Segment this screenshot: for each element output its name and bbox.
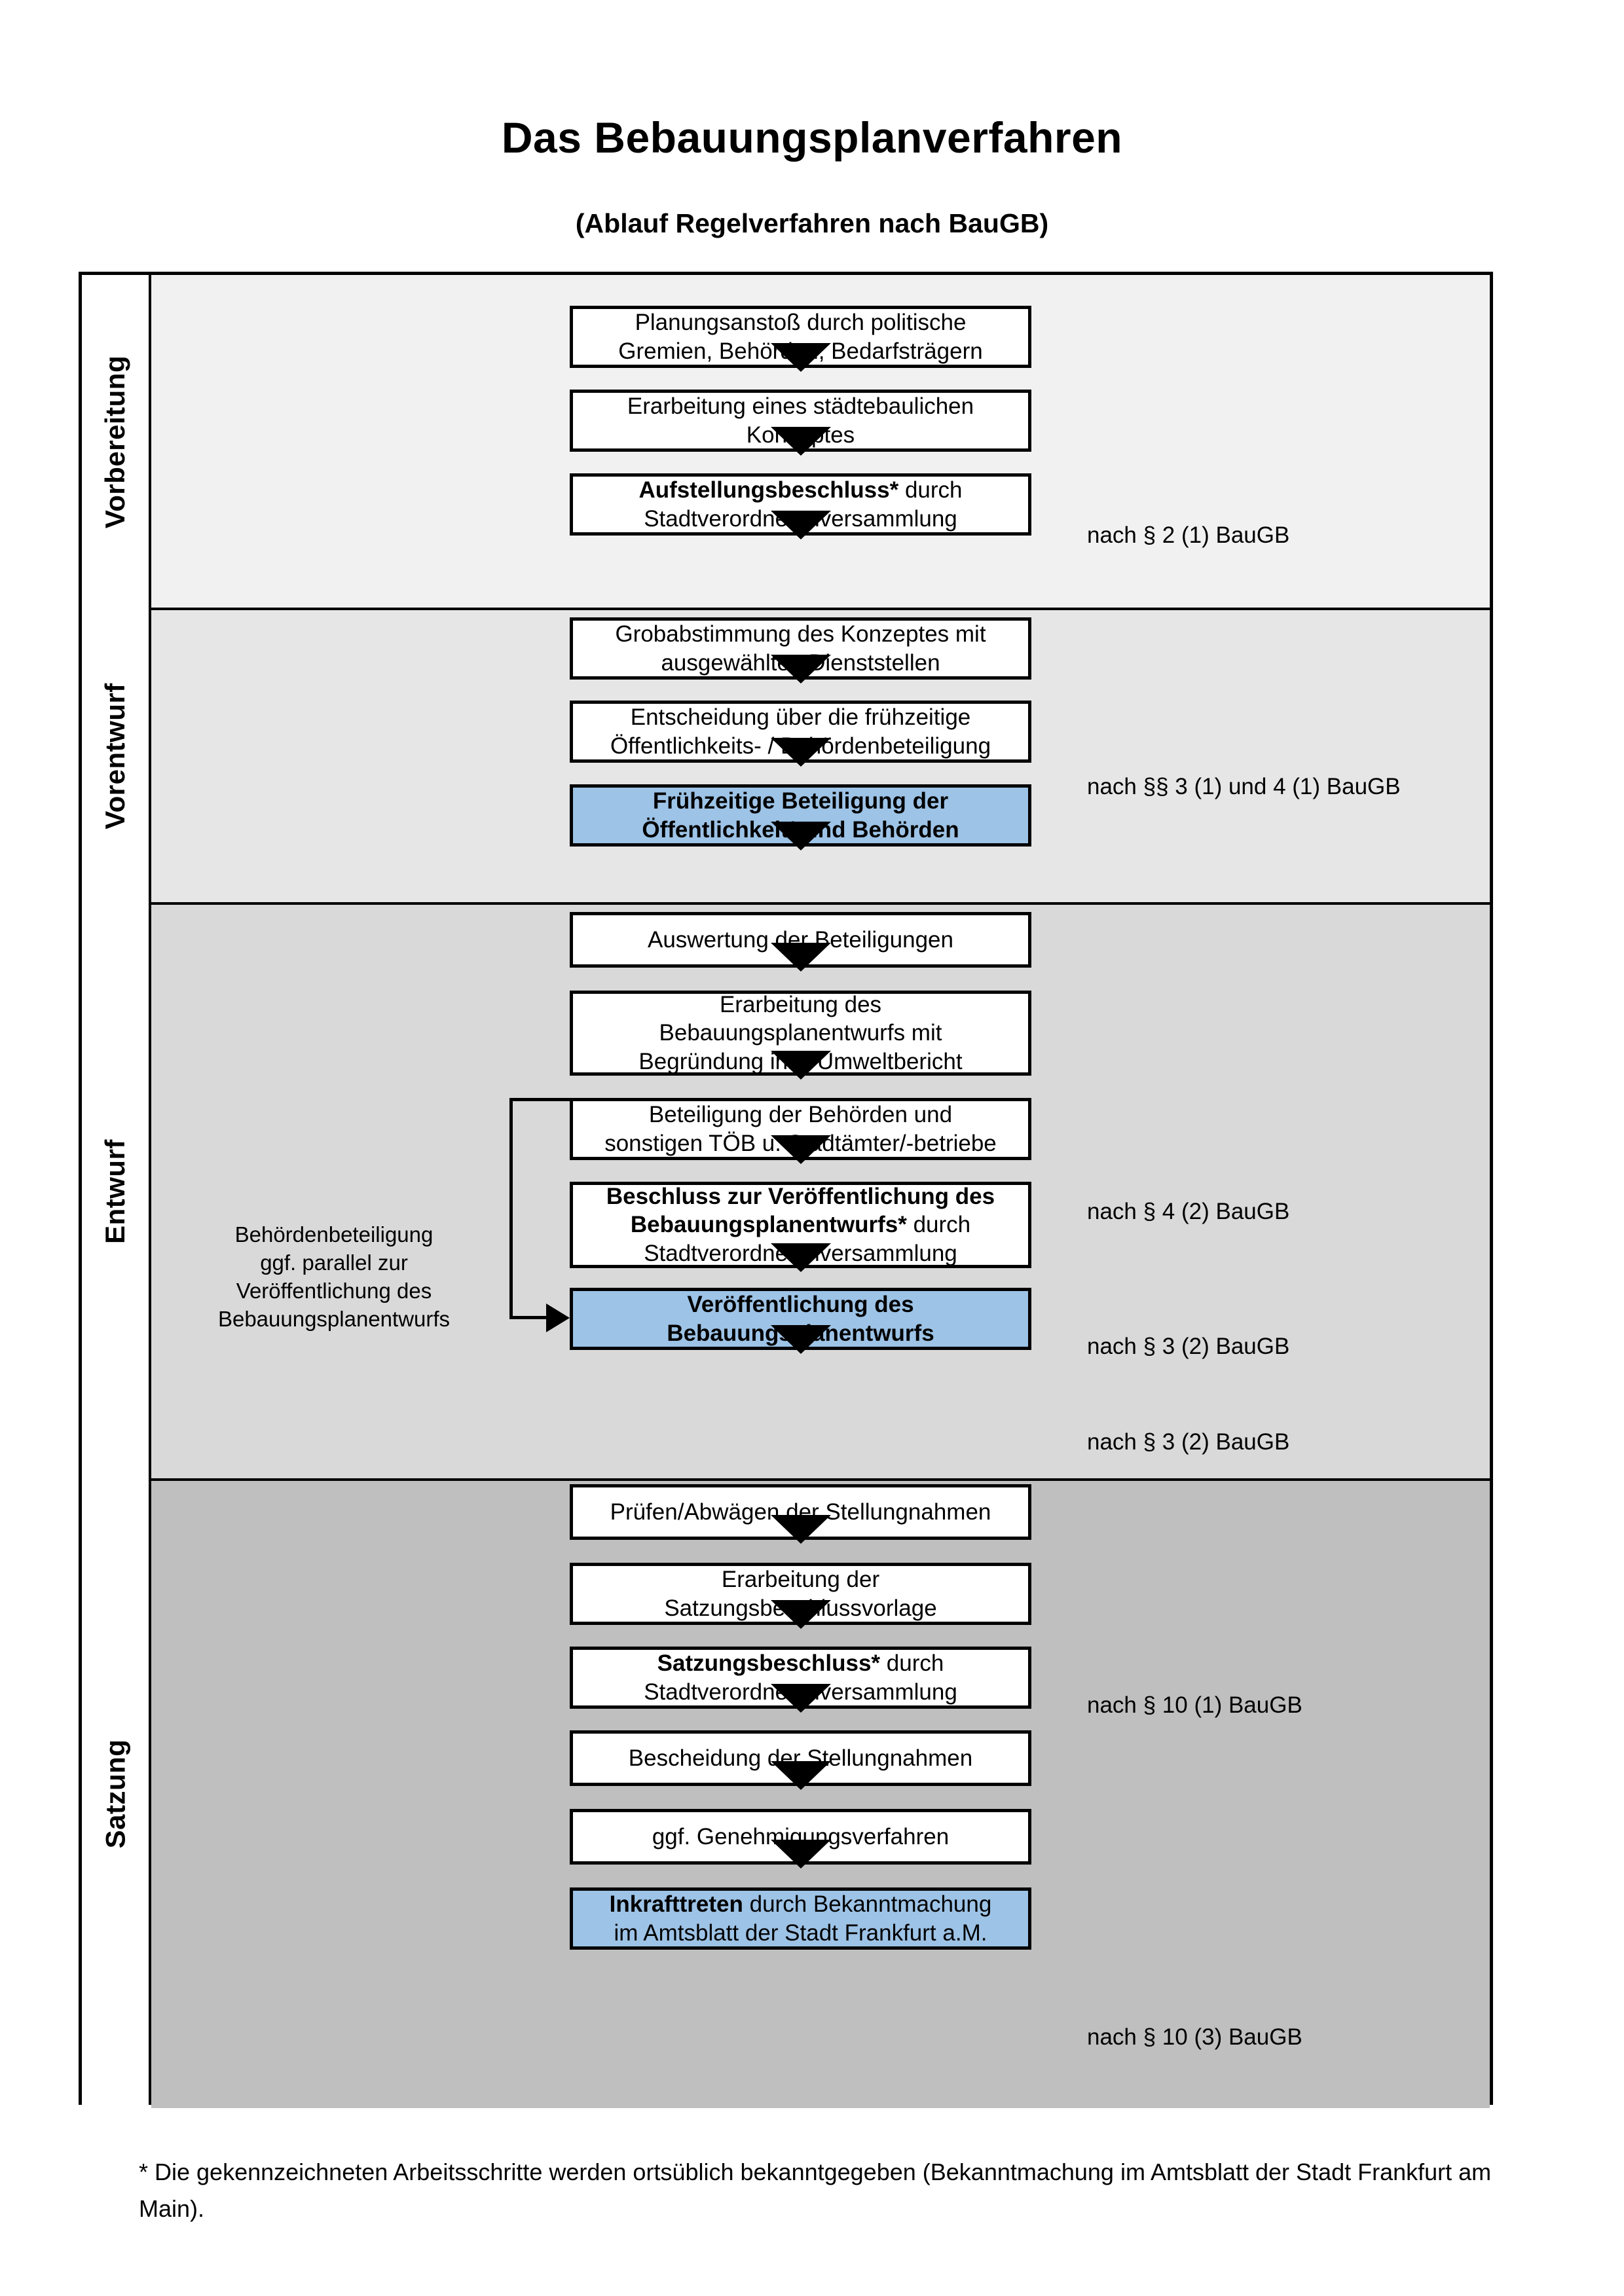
flow-arrow-down-icon — [770, 1325, 831, 1354]
flow-arrow-down-icon — [770, 1600, 831, 1629]
flow-arrow-down-icon — [770, 1051, 831, 1080]
legal-reference-1: nach § 2 (1) BauGB — [1087, 522, 1290, 548]
flow-arrow-down-icon — [770, 427, 831, 456]
phase-separator — [82, 902, 1490, 905]
legal-reference-5: nach § 3 (2) BauGB — [1087, 1429, 1290, 1455]
side-note-line: Veröffentlichung des — [236, 1278, 432, 1303]
flow-arrow-down-icon — [770, 343, 831, 372]
side-note-line: ggf. parallel zur — [260, 1250, 408, 1275]
phase-label-text: Vorentwurf — [100, 683, 130, 829]
footnote: * Die gekennzeichneten Arbeitsschritte w… — [139, 2159, 1492, 2222]
bracket-left-segment — [509, 1098, 513, 1316]
phase-label-vorentwurf: Vorentwurf — [82, 609, 149, 903]
label-column-divider — [149, 275, 151, 2102]
legal-reference-7: nach § 10 (3) BauGB — [1087, 2024, 1302, 2050]
flow-arrow-down-icon — [770, 1135, 831, 1164]
bracket-arrowhead-icon — [546, 1303, 570, 1332]
legal-reference-6: nach § 10 (1) BauGB — [1087, 1692, 1302, 1718]
phase-label-entwurf: Entwurf — [82, 903, 149, 1480]
flow-arrow-down-icon — [770, 1515, 831, 1544]
phase-label-text: Vorbereitung — [100, 355, 131, 529]
bracket-top-segment — [509, 1098, 570, 1101]
legal-reference-2: nach §§ 3 (1) und 4 (1) BauGB — [1087, 774, 1401, 799]
phase-label-text: Satzung — [100, 1739, 131, 1849]
flow-arrow-down-icon — [770, 1243, 831, 1272]
flow-arrow-down-icon — [770, 1761, 831, 1790]
phase-label-satzung: Satzung — [82, 1480, 149, 2108]
legal-reference-4: nach § 3 (2) BauGB — [1087, 1334, 1290, 1359]
flow-arrow-down-icon — [770, 655, 831, 683]
phase-label-text: Entwurf — [100, 1139, 130, 1244]
legal-reference-3: nach § 4 (2) BauGB — [1087, 1199, 1290, 1224]
flow-arrow-down-icon — [770, 738, 831, 767]
page-subtitle: (Ablauf Regelverfahren nach BauGB) — [575, 208, 1049, 238]
flow-arrow-down-icon — [770, 1840, 831, 1868]
flow-arrow-down-icon — [770, 822, 831, 850]
phase-separator — [82, 1478, 1490, 1481]
flowchart-frame: Vorbereitung Vorentwurf Entwurf Satzung … — [79, 272, 1493, 2108]
phase-label-vorbereitung: Vorbereitung — [82, 275, 149, 609]
phase-separator — [82, 608, 1490, 610]
page-title: Das Bebauungsplanverfahren — [501, 113, 1123, 162]
bracket-bottom-segment — [509, 1316, 547, 1319]
flow-arrow-down-icon — [770, 511, 831, 539]
side-note-line: Behördenbeteiligung — [234, 1222, 434, 1247]
flow-arrow-down-icon — [770, 1684, 831, 1713]
side-note-line: Bebauungsplanentwurfs — [217, 1306, 451, 1331]
flow-arrow-down-icon — [770, 943, 831, 972]
